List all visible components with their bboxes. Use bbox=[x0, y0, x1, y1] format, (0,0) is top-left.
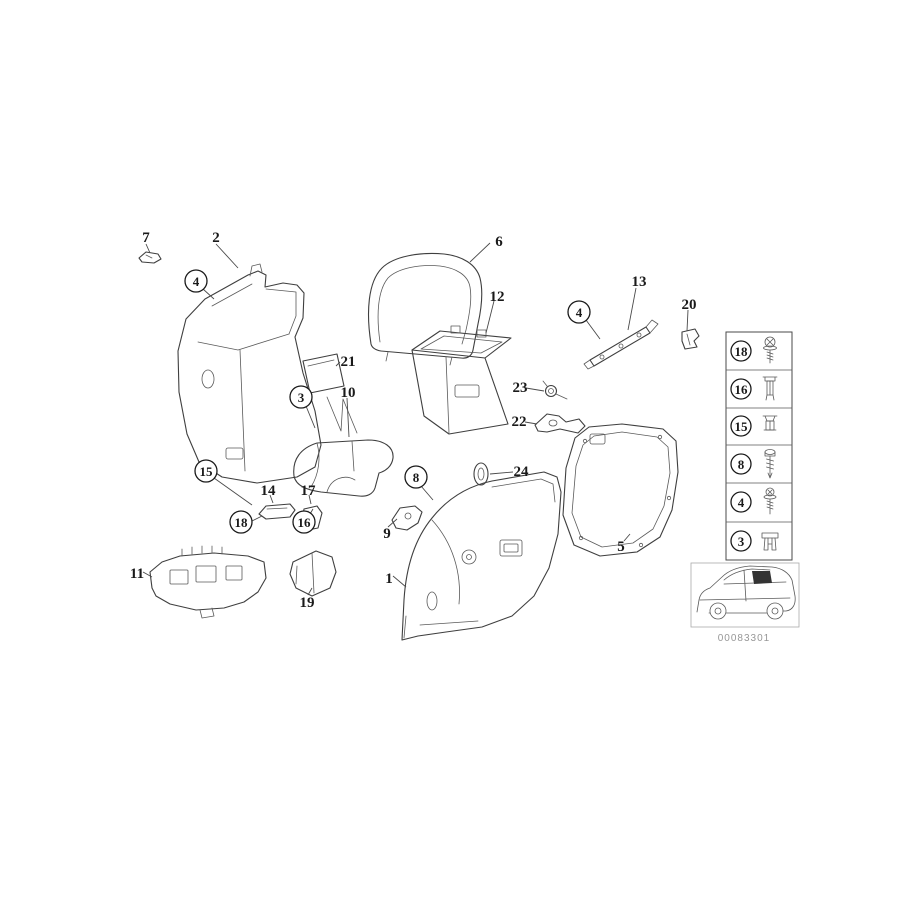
part-5-rear-trim-panel bbox=[562, 423, 679, 557]
callout-3-circled[interactable]: 3 bbox=[289, 385, 313, 409]
part-21-flap bbox=[302, 353, 345, 394]
callout-21[interactable]: 21 bbox=[341, 354, 356, 370]
panel-crease-mark bbox=[326, 396, 358, 434]
part-10-trim-cover bbox=[293, 439, 394, 497]
svg-text:16: 16 bbox=[735, 382, 749, 397]
part-23-spring-nut bbox=[542, 380, 568, 400]
callout-6[interactable]: 6 bbox=[495, 234, 503, 250]
callout-5[interactable]: 5 bbox=[617, 539, 625, 555]
part-6-seat-back-panel bbox=[367, 253, 483, 366]
callout-13[interactable]: 13 bbox=[632, 274, 647, 290]
legend-border bbox=[725, 331, 793, 561]
part-19-cover bbox=[289, 550, 337, 597]
callout-18-circled[interactable]: 18 bbox=[229, 510, 253, 534]
car-thumbnail: 00083301 bbox=[690, 562, 800, 644]
callout-19[interactable]: 19 bbox=[300, 595, 315, 611]
fastener-legend: 18 16 15 bbox=[725, 331, 793, 561]
callout-labels: 7 2 6 12 13 20 21 10 23 22 24 14 17 9 1 … bbox=[130, 230, 697, 611]
car-rear-quarter-location-icon bbox=[696, 565, 796, 620]
part-1-lateral-trim-panel bbox=[401, 471, 562, 641]
part-20-clip bbox=[681, 328, 700, 350]
callout-1[interactable]: 1 bbox=[385, 571, 393, 587]
part-24-grommet-clip bbox=[473, 462, 489, 486]
svg-text:4: 4 bbox=[193, 274, 200, 289]
svg-text:15: 15 bbox=[735, 419, 749, 434]
svg-text:15: 15 bbox=[200, 464, 214, 479]
callout-16-circled[interactable]: 16 bbox=[292, 510, 316, 534]
callout-22[interactable]: 22 bbox=[512, 414, 527, 430]
tapping-screw-icon bbox=[764, 449, 776, 479]
svg-text:3: 3 bbox=[738, 534, 745, 549]
svg-text:18: 18 bbox=[735, 344, 749, 359]
callout-10[interactable]: 10 bbox=[341, 385, 356, 401]
parts-illustration bbox=[138, 251, 700, 641]
legend-row-8[interactable]: 8 bbox=[730, 449, 776, 479]
part-11-mounting-bracket bbox=[149, 545, 267, 619]
part-22-bracket bbox=[534, 413, 586, 434]
part-13-support-rail bbox=[583, 319, 659, 370]
expanding-nut-icon bbox=[761, 532, 779, 551]
screw-with-washer-icon bbox=[763, 336, 777, 364]
callout-12[interactable]: 12 bbox=[490, 289, 505, 305]
legend-row-16[interactable]: 16 bbox=[730, 376, 778, 401]
svg-text:4: 4 bbox=[576, 305, 583, 320]
thumbnail-border bbox=[690, 562, 800, 628]
svg-text:8: 8 bbox=[413, 470, 420, 485]
callout-14[interactable]: 14 bbox=[261, 483, 277, 499]
callout-17[interactable]: 17 bbox=[301, 483, 317, 499]
legend-row-4[interactable]: 4 bbox=[730, 487, 777, 515]
part-12-storage-box bbox=[411, 325, 512, 435]
part-14-bracket bbox=[258, 503, 296, 520]
callout-4-circled-right[interactable]: 4 bbox=[567, 300, 591, 324]
callout-8-circled[interactable]: 8 bbox=[404, 465, 428, 489]
part-9-bracket bbox=[391, 505, 423, 531]
legend-dividers bbox=[725, 369, 793, 523]
callout-9[interactable]: 9 bbox=[383, 526, 391, 542]
diagram-id: 00083301 bbox=[718, 633, 771, 644]
highlighted-rear-quarter-area bbox=[752, 571, 772, 584]
svg-text:4: 4 bbox=[738, 495, 745, 510]
svg-text:18: 18 bbox=[235, 515, 249, 530]
callout-15-circled[interactable]: 15 bbox=[194, 459, 218, 483]
svg-text:8: 8 bbox=[738, 457, 745, 472]
svg-text:3: 3 bbox=[298, 390, 305, 405]
legend-row-18[interactable]: 18 bbox=[730, 336, 777, 364]
part-2-side-trim-panel bbox=[177, 263, 322, 484]
legend-row-3[interactable]: 3 bbox=[730, 530, 779, 552]
part-7-clip bbox=[138, 251, 162, 264]
callout-24[interactable]: 24 bbox=[514, 464, 530, 480]
legend-row-15[interactable]: 15 bbox=[730, 415, 778, 437]
leader-lines bbox=[142, 242, 689, 596]
expansion-rivet-icon bbox=[762, 376, 778, 401]
grommet-icon bbox=[762, 415, 778, 431]
svg-text:16: 16 bbox=[298, 515, 312, 530]
callout-7[interactable]: 7 bbox=[142, 230, 150, 246]
circled-callouts: 4 3 15 18 16 8 4 bbox=[184, 269, 591, 534]
callout-20[interactable]: 20 bbox=[682, 297, 697, 313]
callout-2[interactable]: 2 bbox=[212, 230, 220, 246]
screw-washer-assembly-icon bbox=[763, 487, 777, 515]
callout-4-circled-left[interactable]: 4 bbox=[184, 269, 208, 293]
callout-23[interactable]: 23 bbox=[513, 380, 528, 396]
callout-11[interactable]: 11 bbox=[130, 566, 144, 582]
